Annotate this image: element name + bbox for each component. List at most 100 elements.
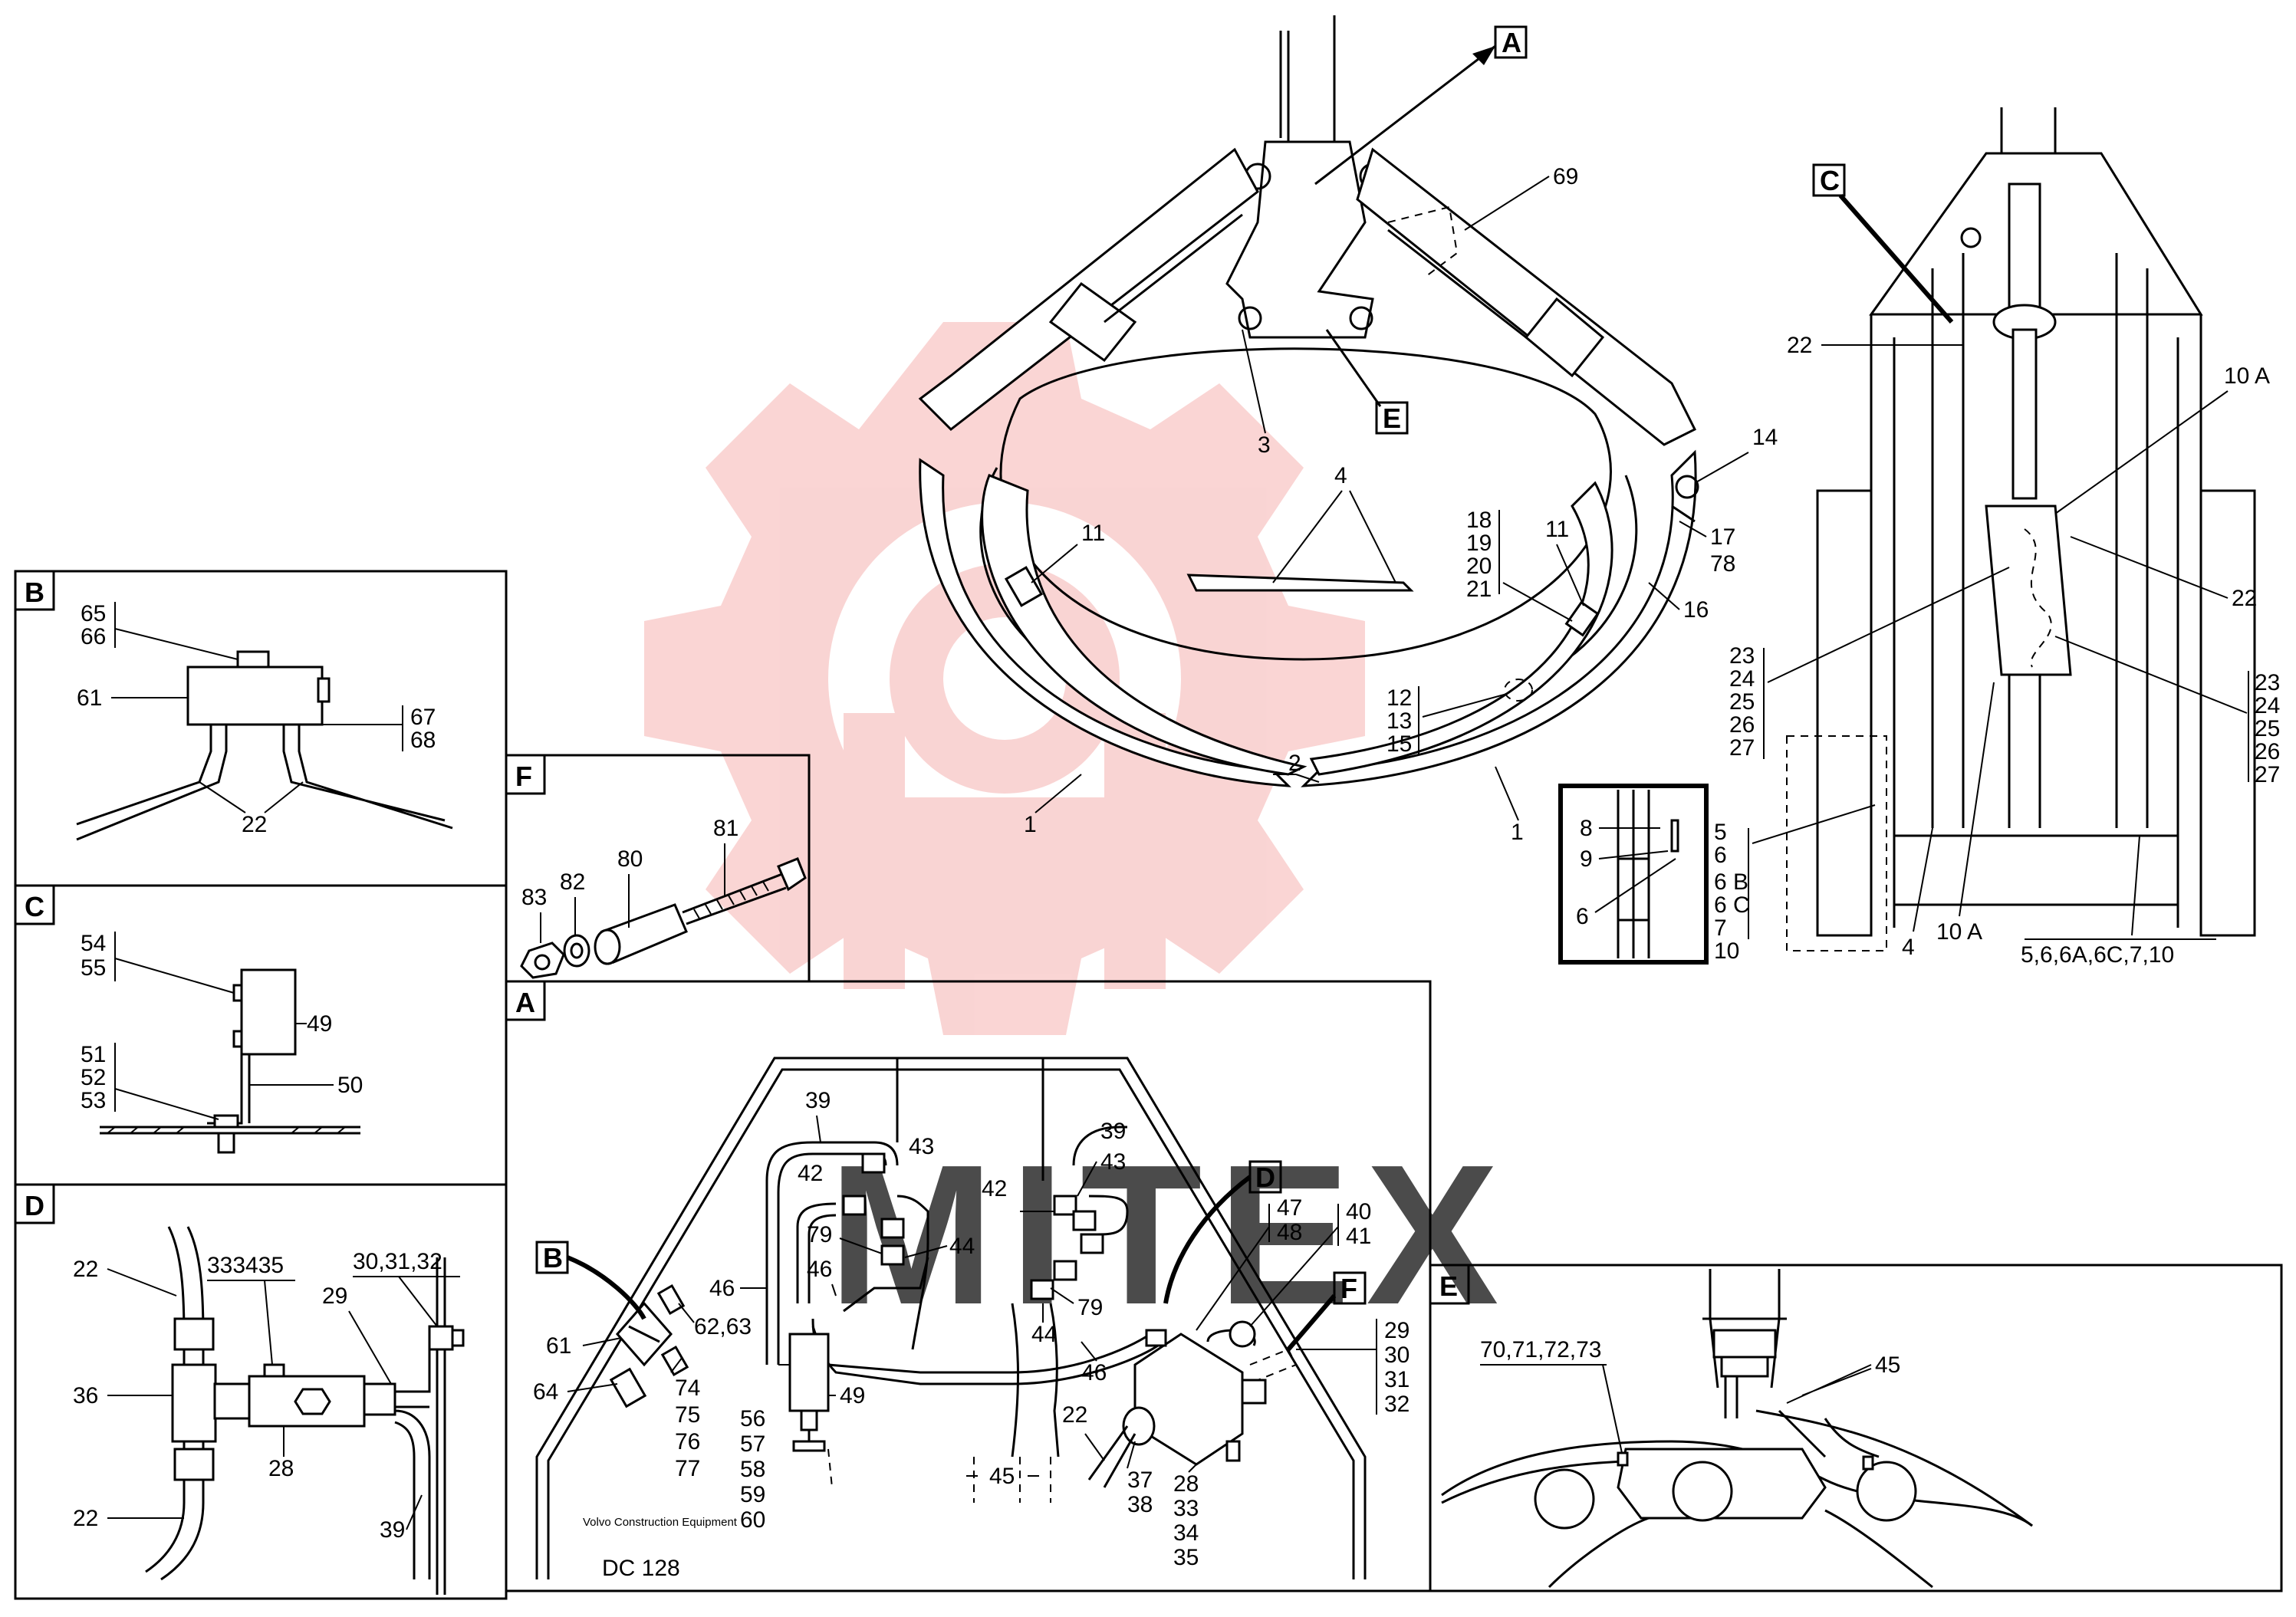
svg-text:25: 25 — [2255, 716, 2280, 741]
svg-text:30: 30 — [1384, 1343, 1410, 1368]
svg-text:45: 45 — [989, 1464, 1015, 1489]
svg-text:79: 79 — [807, 1222, 832, 1247]
svg-text:D: D — [1255, 1162, 1275, 1193]
svg-text:45: 45 — [1875, 1352, 1900, 1378]
svg-text:65: 65 — [81, 601, 106, 626]
svg-text:58: 58 — [740, 1457, 765, 1482]
detail-c: C 54 55 49 51 52 53 50 — [14, 884, 508, 1186]
svg-text:39: 39 — [805, 1088, 831, 1113]
svg-text:16: 16 — [1683, 597, 1709, 623]
svg-text:23: 23 — [1729, 643, 1755, 669]
svg-text:35: 35 — [1173, 1545, 1199, 1570]
main-grapple-view — [918, 15, 1699, 787]
svg-text:22: 22 — [1787, 333, 1812, 358]
detail-f: F 83 82 80 81 — [505, 754, 811, 983]
svg-text:44: 44 — [949, 1234, 975, 1259]
svg-text:4: 4 — [1334, 463, 1347, 488]
callout-a-main: A — [1314, 25, 1528, 186]
svg-text:Volvo Construction Equipment: Volvo Construction Equipment — [583, 1516, 738, 1529]
svg-text:83: 83 — [521, 885, 547, 910]
svg-text:75: 75 — [675, 1402, 700, 1428]
svg-text:60: 60 — [740, 1507, 765, 1533]
svg-text:81: 81 — [713, 816, 738, 841]
svg-text:28: 28 — [268, 1456, 294, 1481]
svg-text:C: C — [25, 891, 44, 922]
svg-text:B: B — [25, 577, 44, 608]
svg-text:8: 8 — [1580, 816, 1593, 841]
svg-text:61: 61 — [77, 685, 102, 711]
svg-text:78: 78 — [1710, 551, 1735, 577]
svg-text:66: 66 — [81, 624, 106, 649]
svg-text:22: 22 — [73, 1257, 98, 1282]
detail-e: E 70,71,72,73 45 — [1429, 1264, 2283, 1592]
watermark-text: MITEX — [828, 1124, 1514, 1346]
svg-text:E: E — [1439, 1270, 1458, 1302]
svg-text:56: 56 — [740, 1406, 765, 1431]
svg-text:24: 24 — [1729, 666, 1755, 692]
svg-text:4: 4 — [1902, 935, 1915, 960]
svg-text:52: 52 — [81, 1065, 106, 1090]
svg-text:A: A — [515, 987, 535, 1018]
svg-text:18: 18 — [1466, 508, 1492, 533]
svg-text:6 B: 6 B — [1714, 869, 1748, 895]
svg-text:6 C: 6 C — [1714, 892, 1750, 918]
svg-text:41: 41 — [1346, 1224, 1371, 1249]
svg-text:14: 14 — [1752, 425, 1778, 450]
svg-text:22: 22 — [1062, 1402, 1087, 1428]
svg-text:32: 32 — [1384, 1392, 1410, 1417]
main-view-labels: 69 3 4 14 17 78 16 18 19 20 21 11 11 12 … — [1024, 164, 1778, 845]
svg-text:7: 7 — [1714, 915, 1727, 941]
svg-text:30,31,32: 30,31,32 — [353, 1249, 442, 1274]
svg-text:40: 40 — [1346, 1199, 1371, 1224]
svg-text:70,71,72,73: 70,71,72,73 — [1480, 1337, 1601, 1362]
svg-text:28: 28 — [1173, 1471, 1199, 1497]
svg-text:B: B — [543, 1242, 563, 1274]
svg-text:39: 39 — [1100, 1119, 1126, 1144]
svg-text:22: 22 — [2232, 586, 2257, 611]
svg-text:76: 76 — [675, 1429, 700, 1454]
svg-text:333435: 333435 — [207, 1253, 284, 1278]
svg-text:55: 55 — [81, 955, 106, 981]
svg-text:59: 59 — [740, 1482, 765, 1507]
svg-text:1: 1 — [1511, 820, 1524, 845]
svg-text:22: 22 — [73, 1506, 98, 1531]
svg-text:49: 49 — [307, 1011, 332, 1037]
svg-text:38: 38 — [1127, 1492, 1153, 1517]
svg-text:43: 43 — [1100, 1149, 1126, 1175]
svg-text:79: 79 — [1077, 1295, 1103, 1320]
svg-text:F: F — [1340, 1273, 1357, 1304]
svg-text:54: 54 — [81, 931, 106, 956]
svg-text:34: 34 — [1173, 1520, 1199, 1546]
svg-text:67: 67 — [410, 705, 436, 730]
svg-text:25: 25 — [1729, 689, 1755, 715]
svg-text:57: 57 — [740, 1431, 765, 1457]
svg-text:29: 29 — [322, 1283, 347, 1309]
svg-text:9: 9 — [1580, 846, 1593, 872]
side-view — [1786, 107, 2256, 951]
svg-text:37: 37 — [1127, 1467, 1153, 1493]
svg-text:51: 51 — [81, 1042, 106, 1067]
svg-text:80: 80 — [617, 846, 643, 872]
svg-text:82: 82 — [560, 869, 585, 895]
svg-text:12: 12 — [1386, 685, 1412, 711]
inset-panel: 8 9 6 — [1558, 784, 1709, 965]
svg-text:17: 17 — [1710, 524, 1735, 550]
svg-text:15: 15 — [1386, 731, 1412, 757]
svg-text:27: 27 — [2255, 762, 2280, 787]
svg-text:10: 10 — [1714, 938, 1739, 964]
svg-text:C: C — [1820, 165, 1840, 196]
svg-text:64: 64 — [533, 1379, 558, 1405]
side-view-labels: 22 10 A 22 23 24 25 26 27 23 24 25 26 27… — [1714, 333, 2280, 968]
svg-text:E: E — [1383, 403, 1401, 434]
svg-text:61: 61 — [546, 1333, 571, 1359]
svg-text:39: 39 — [380, 1517, 405, 1543]
svg-text:31: 31 — [1384, 1367, 1410, 1392]
svg-text:A: A — [1502, 27, 1521, 58]
svg-text:53: 53 — [81, 1088, 106, 1113]
svg-text:21: 21 — [1466, 577, 1492, 602]
svg-text:10 A: 10 A — [2224, 363, 2270, 389]
svg-text:27: 27 — [1729, 735, 1755, 761]
svg-text:50: 50 — [337, 1073, 363, 1098]
svg-text:49: 49 — [840, 1383, 865, 1408]
